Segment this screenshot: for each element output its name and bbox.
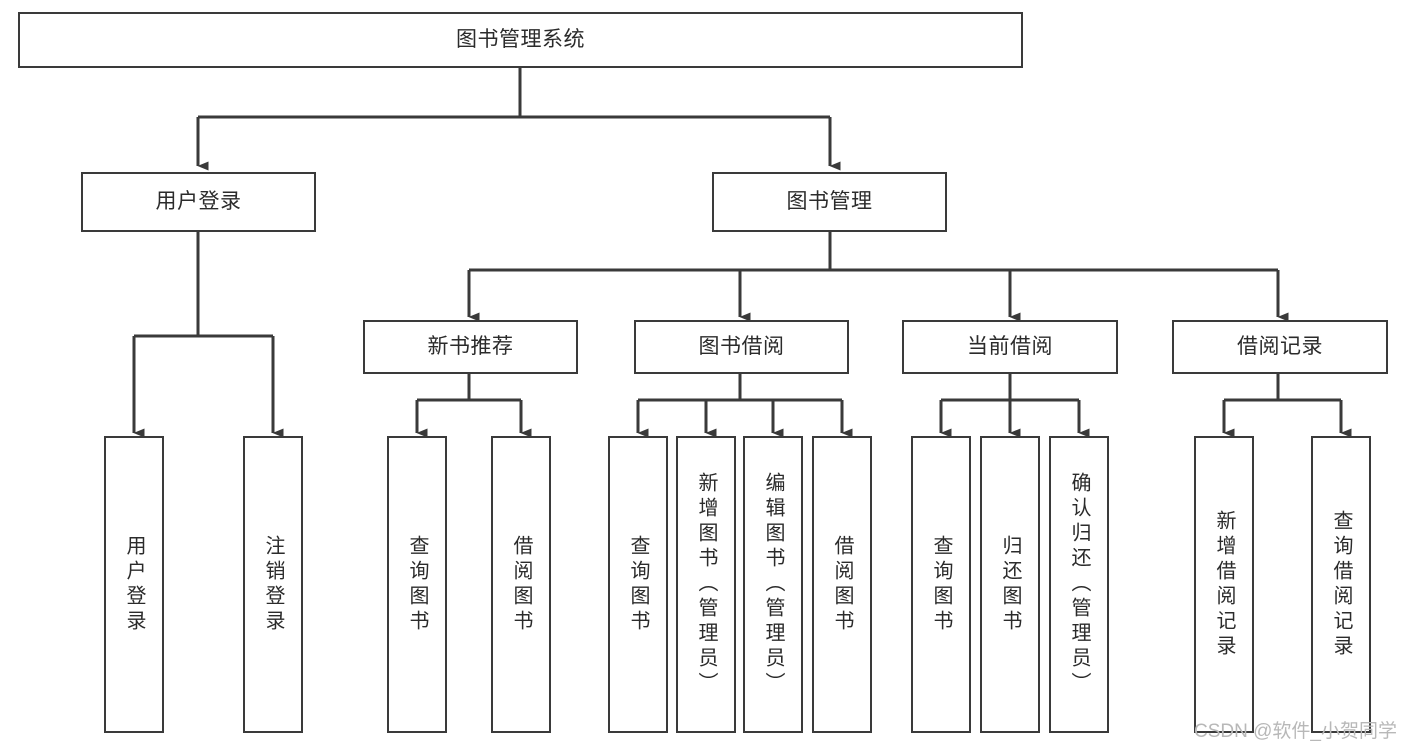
node-label: 用户登录 (123, 534, 145, 635)
node-leaf-edit-book[interactable]: 编辑图书（管理员） (743, 436, 803, 733)
node-leaf-query-book-2[interactable]: 查询图书 (608, 436, 668, 733)
node-label: 借阅图书 (510, 534, 532, 635)
node-label: 新书推荐 (427, 335, 514, 359)
node-label: 当前借阅 (967, 335, 1053, 359)
node-label: 归还图书 (999, 534, 1021, 635)
node-label: 查询图书 (930, 534, 952, 635)
node-leaf-borrow-book-2[interactable]: 借阅图书 (812, 436, 872, 733)
edge-group-book-borrow (636, 374, 853, 438)
node-leaf-add-book[interactable]: 新增图书（管理员） (676, 436, 736, 733)
node-label: 借阅记录 (1237, 335, 1323, 359)
node-leaf-query-book-3[interactable]: 查询图书 (911, 436, 971, 733)
node-label: 用户登录 (155, 190, 242, 214)
edge-group-root (196, 68, 841, 171)
node-leaf-user-logout[interactable]: 注销登录 (243, 436, 303, 733)
node-current-borrow[interactable]: 当前借阅 (902, 320, 1118, 374)
node-leaf-query-record[interactable]: 查询借阅记录 (1311, 436, 1371, 733)
node-root-book-management-system[interactable]: 图书管理系统 (18, 12, 1023, 68)
node-leaf-add-record[interactable]: 新增借阅记录 (1194, 436, 1254, 733)
node-leaf-return-book[interactable]: 归还图书 (980, 436, 1040, 733)
node-label: 查询借阅记录 (1330, 509, 1352, 660)
node-label: 查询图书 (406, 534, 428, 635)
node-book-borrow[interactable]: 图书借阅 (634, 320, 849, 374)
node-label: 新增图书（管理员） (695, 472, 717, 697)
edge-group-borrow-record (1222, 374, 1352, 438)
edge-group-book-manage (467, 232, 1289, 322)
node-leaf-query-book-1[interactable]: 查询图书 (387, 436, 447, 733)
node-leaf-borrow-book-1[interactable]: 借阅图书 (491, 436, 551, 733)
node-leaf-confirm-return[interactable]: 确认归还（管理员） (1049, 436, 1109, 733)
edge-group-current-borrow (939, 374, 1090, 438)
node-label: 编辑图书（管理员） (762, 472, 784, 697)
node-user-login[interactable]: 用户登录 (81, 172, 316, 232)
node-borrow-record[interactable]: 借阅记录 (1172, 320, 1388, 374)
edge-group-new-book-recommend (415, 374, 532, 438)
node-label: 图书管理系统 (456, 28, 585, 52)
node-label: 查询图书 (627, 534, 649, 635)
node-label: 借阅图书 (831, 534, 853, 635)
node-book-manage[interactable]: 图书管理 (712, 172, 947, 232)
node-leaf-user-login[interactable]: 用户登录 (104, 436, 164, 733)
node-label: 注销登录 (262, 534, 284, 635)
node-new-book-recommend[interactable]: 新书推荐 (363, 320, 578, 374)
node-label: 图书借阅 (698, 335, 785, 359)
node-label: 新增借阅记录 (1213, 509, 1235, 660)
node-label: 确认归还（管理员） (1068, 472, 1090, 697)
node-label: 图书管理 (786, 190, 873, 214)
edge-group-user-login (132, 232, 284, 438)
